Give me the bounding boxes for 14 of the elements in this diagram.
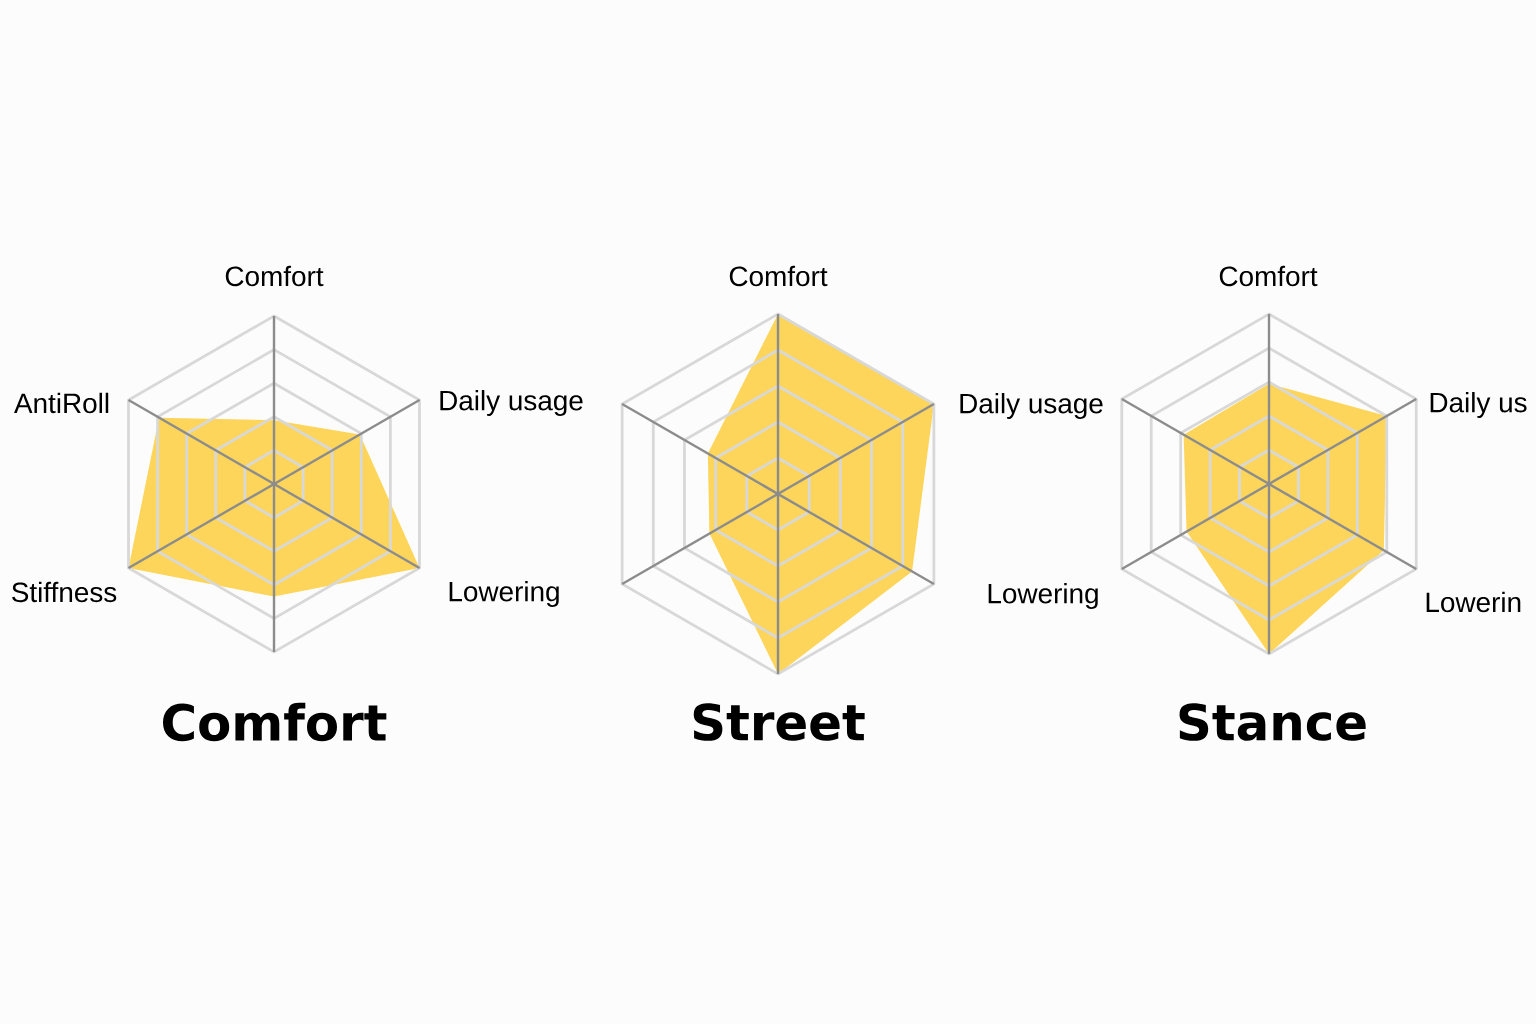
axis-label: Daily us: [1430, 392, 1527, 418]
axis-label: Comfort: [1219, 265, 1318, 287]
axis-label: Lowerin: [1426, 591, 1521, 613]
axis-label: Daily usage: [440, 390, 583, 416]
axis-label: Comfort: [225, 265, 324, 287]
axis-label: Lowering: [449, 581, 559, 607]
axis-label: Stiffness: [12, 581, 117, 603]
axis-label: AntiRoll: [14, 392, 109, 414]
axis-label: Lowering: [988, 583, 1098, 609]
chart-title: Comfort: [163, 702, 387, 742]
chart-title: Street: [693, 703, 865, 741]
axis-label: Daily usage: [960, 393, 1103, 419]
chart-title: Stance: [1179, 703, 1366, 741]
axis-label: Comfort: [729, 265, 828, 287]
